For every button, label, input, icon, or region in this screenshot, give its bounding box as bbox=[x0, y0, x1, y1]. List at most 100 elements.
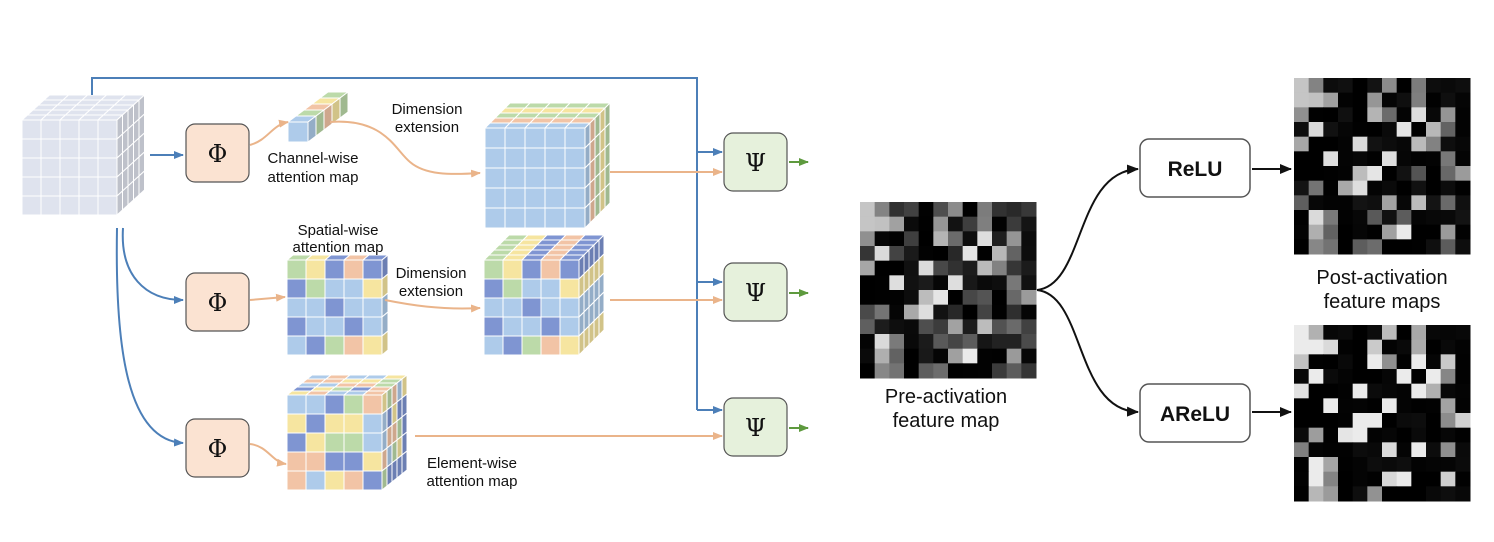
heatmap-cell bbox=[1426, 210, 1442, 226]
heatmap-cell bbox=[889, 231, 905, 247]
heatmap-cell bbox=[1308, 442, 1324, 458]
heatmap-cell bbox=[1338, 398, 1354, 414]
heatmap-cell bbox=[1308, 383, 1324, 399]
heatmap-cell bbox=[918, 304, 934, 320]
cube-front-cell bbox=[362, 259, 383, 280]
arelu-label: AReLU bbox=[1160, 403, 1230, 426]
cube-front-cell bbox=[484, 167, 506, 189]
heatmap-cell bbox=[1006, 363, 1022, 379]
heatmap-cell bbox=[1382, 427, 1398, 443]
channel-extended-cube bbox=[483, 101, 612, 230]
heatmap-cell bbox=[1338, 180, 1354, 196]
heatmap-cell bbox=[1338, 354, 1354, 370]
cube-right-cell bbox=[588, 319, 595, 347]
heatmap-cell bbox=[1352, 398, 1368, 414]
cube-front-cell bbox=[78, 176, 99, 197]
heatmap-cell bbox=[1323, 354, 1339, 370]
heatmap-cell bbox=[1352, 210, 1368, 226]
heatmap-cell bbox=[1440, 413, 1456, 429]
cube-front-cell bbox=[343, 413, 364, 434]
cube-front-cell bbox=[343, 316, 364, 337]
cube-front-cell bbox=[362, 335, 383, 356]
heatmap-cell bbox=[1021, 231, 1037, 247]
arelu-output-feature-map bbox=[1294, 325, 1471, 502]
heatmap-cell bbox=[1323, 107, 1339, 123]
heatmap-cell bbox=[1382, 210, 1398, 226]
heatmap-cell bbox=[1367, 151, 1383, 167]
heatmap-cell bbox=[977, 334, 993, 350]
arrow-to-phi-2 bbox=[121, 227, 184, 304]
spatial-wise-attention-map bbox=[285, 253, 390, 357]
cube-front-cell bbox=[286, 413, 307, 434]
cube-front-cell bbox=[362, 451, 383, 472]
heatmap-cell bbox=[1294, 78, 1310, 94]
phi-box-1: Φ bbox=[185, 123, 250, 183]
cube-right-cell bbox=[391, 457, 398, 484]
heatmap-cell bbox=[1338, 78, 1354, 94]
heatmap-cell bbox=[1426, 398, 1442, 414]
heatmap-cell bbox=[1338, 224, 1354, 240]
heatmap-cell bbox=[1382, 457, 1398, 473]
cube-front-cell bbox=[524, 127, 546, 149]
heatmap-cell bbox=[1338, 325, 1354, 341]
cube-front-cell bbox=[343, 297, 364, 318]
heatmap-cell bbox=[1294, 239, 1310, 255]
heatmap-cell bbox=[1440, 92, 1456, 108]
heatmap-cell bbox=[1455, 92, 1471, 108]
heatmap-cell bbox=[904, 231, 920, 247]
heatmap-cell bbox=[933, 231, 949, 247]
pre-activation-label: Pre-activation feature map bbox=[885, 386, 1007, 432]
heatmap-cell bbox=[1294, 369, 1310, 385]
channel-wise-attention-map bbox=[286, 91, 350, 143]
heatmap-cell bbox=[1396, 413, 1412, 429]
heatmap-cell bbox=[1411, 442, 1427, 458]
cube-front-cell bbox=[343, 451, 364, 472]
heatmap-cell bbox=[1455, 369, 1471, 385]
heatmap-cell bbox=[1440, 151, 1456, 167]
psi-box-2: Ψ bbox=[723, 262, 788, 322]
heatmap-cell bbox=[1455, 325, 1471, 341]
heatmap-cell bbox=[874, 246, 890, 262]
cube-front-cell bbox=[324, 394, 345, 415]
heatmap-cell bbox=[889, 260, 905, 276]
heatmap-cell bbox=[860, 246, 876, 262]
heatmap-cell bbox=[1352, 239, 1368, 255]
heatmap-cell bbox=[1396, 383, 1412, 399]
cube-front-cell bbox=[559, 297, 580, 318]
heatmap-cell bbox=[1411, 354, 1427, 370]
heatmap-cell bbox=[1323, 457, 1339, 473]
cube-front-cell bbox=[286, 259, 307, 280]
heatmap-cell bbox=[1006, 348, 1022, 364]
svg-text:Dimension: Dimension bbox=[396, 265, 467, 282]
cube-front-cell bbox=[540, 316, 561, 337]
heatmap-cell bbox=[860, 260, 876, 276]
heatmap-cell bbox=[1294, 122, 1310, 138]
heatmap-cell bbox=[1440, 427, 1456, 443]
heatmap-cell bbox=[1308, 107, 1324, 123]
heatmap-cell bbox=[962, 334, 978, 350]
heatmap-cell bbox=[1006, 304, 1022, 320]
heatmap-cell bbox=[1382, 398, 1398, 414]
heatmap-cell bbox=[1440, 136, 1456, 152]
skip-connection-line bbox=[91, 77, 698, 410]
heatmap-cell bbox=[1411, 166, 1427, 182]
heatmap-cell bbox=[1382, 224, 1398, 240]
heatmap-cell bbox=[1352, 471, 1368, 487]
heatmap-cell bbox=[1352, 136, 1368, 152]
heatmap-cell bbox=[1294, 224, 1310, 240]
heatmap-cell bbox=[977, 363, 993, 379]
cube-front-cell bbox=[78, 157, 99, 178]
cube-front-cell bbox=[305, 432, 326, 453]
heatmap-cell bbox=[1006, 231, 1022, 247]
heatmap-cell bbox=[860, 202, 876, 218]
heatmap-cell bbox=[1338, 442, 1354, 458]
heatmap-cell bbox=[1396, 442, 1412, 458]
cube-front-cell bbox=[324, 278, 345, 299]
cube-right-cell bbox=[381, 465, 388, 492]
cube-front-cell bbox=[484, 147, 506, 169]
heatmap-cell bbox=[1382, 239, 1398, 255]
heatmap-cell bbox=[977, 319, 993, 335]
heatmap-cell bbox=[1440, 107, 1456, 123]
svg-text:feature maps: feature maps bbox=[1324, 291, 1441, 313]
heatmap-cell bbox=[1440, 325, 1456, 341]
